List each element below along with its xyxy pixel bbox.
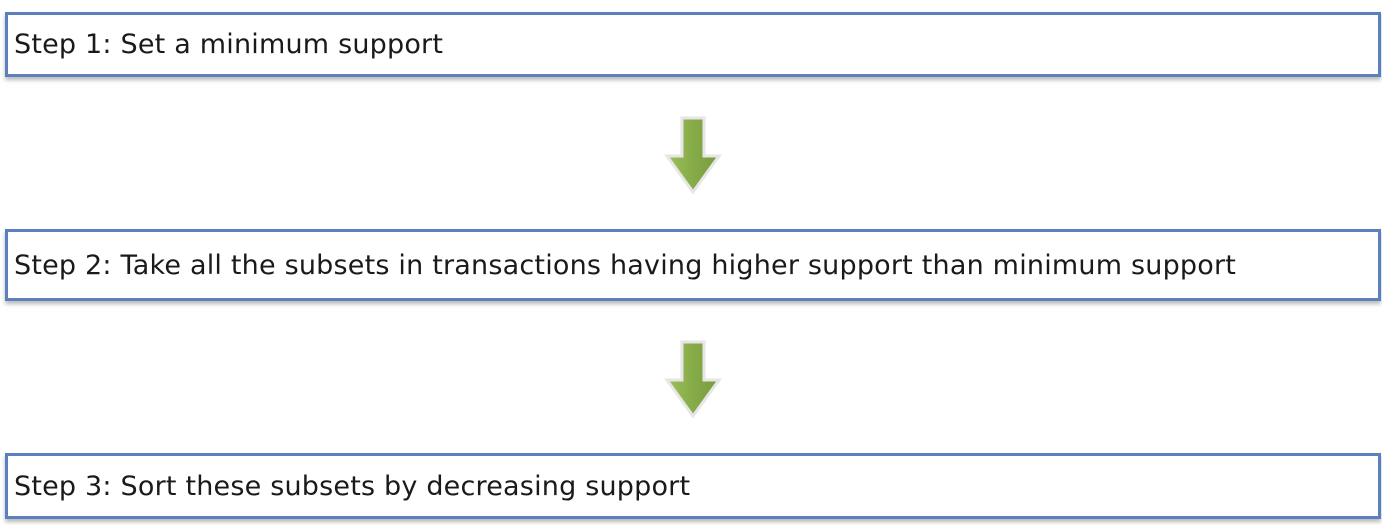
down-arrow-icon [664, 340, 722, 419]
step-3-label: Step 3: Sort these subsets by decreasing… [14, 470, 691, 502]
step-1-label: Step 1: Set a minimum support [14, 29, 444, 60]
down-arrow-icon [664, 116, 722, 195]
step-2-label: Step 2: Take all the subsets in transact… [14, 249, 1237, 281]
step-1-box: Step 1: Set a minimum support [5, 12, 1381, 77]
step-3-box: Step 3: Sort these subsets by decreasing… [5, 453, 1381, 519]
step-2-box: Step 2: Take all the subsets in transact… [5, 229, 1381, 301]
